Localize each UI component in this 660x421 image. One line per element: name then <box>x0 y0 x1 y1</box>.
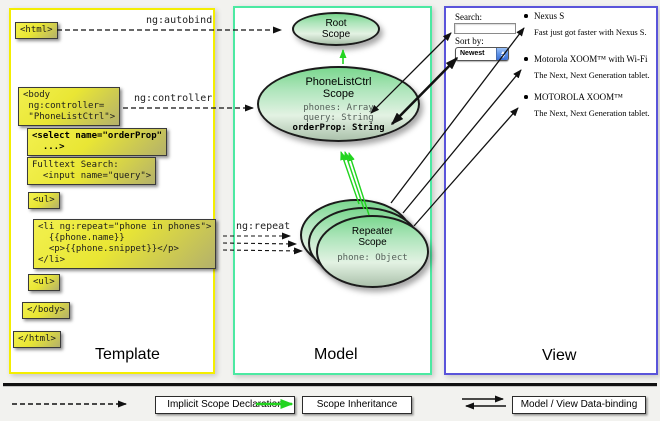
code-box-select: <select name="orderProp" ...> <box>27 128 168 156</box>
root-scope-title-line1: Root <box>325 18 347 29</box>
search-label: Search: <box>455 12 482 22</box>
sort-dropdown-value: Newest <box>460 50 485 57</box>
product-description: The Next, Next Generation tablet. <box>534 108 650 118</box>
product-description: The Next, Next Generation tablet. <box>534 70 650 80</box>
sort-dropdown[interactable]: Newest <box>455 47 509 61</box>
phonelistctrl-scope-ellipse: PhoneListCtrl Scope phones: Array query:… <box>257 66 420 142</box>
product-title: MOTOROLA XOOM™ <box>534 92 623 102</box>
code-line: <input name="query"> <box>32 171 152 181</box>
code-line: <body <box>23 90 51 100</box>
code-line: </li> <box>38 255 66 265</box>
code-line: <select name="orderProp" <box>32 131 163 141</box>
root-scope-ellipse: Root Scope <box>292 12 380 46</box>
template-column <box>9 8 215 374</box>
code-box-ul-open: <ul> <box>28 192 60 209</box>
product-item: MOTOROLA XOOM™ The Next, Next Generation… <box>524 92 652 118</box>
code-line: <p>{{phone.snippet}}</p> <box>38 244 179 254</box>
code-line: <html> <box>20 25 53 35</box>
code-line: ng:controller= <box>23 101 105 111</box>
ng-repeat-label: ng:repeat <box>236 221 291 232</box>
product-title: Motorola XOOM™ with Wi-Fi <box>534 54 648 64</box>
product-title: Nexus S <box>534 11 565 21</box>
code-box-body-close: </body> <box>22 302 70 319</box>
bullet-icon <box>524 57 528 61</box>
view-column-title: View <box>542 347 577 364</box>
code-line: <ul> <box>33 277 55 287</box>
dropdown-stepper-icon <box>496 48 508 60</box>
code-box-body-open: <body ng:controller= "PhoneListCtrl"> <box>18 87 121 126</box>
product-item: Nexus S Fast just got faster with Nexus … <box>524 11 652 37</box>
code-line: </html> <box>18 334 56 344</box>
legend-implicit-scope-declaration: Implicit Scope Declaration <box>155 396 295 414</box>
model-column-title: Model <box>314 346 358 363</box>
scope-prop-phones: phones: Array <box>303 103 374 113</box>
code-line: <ul> <box>33 195 55 205</box>
scope-prop-phone: phone: Object <box>337 253 408 263</box>
code-box-html-open: <html> <box>15 22 58 39</box>
code-box-li-repeat: <li ng:repeat="phone in phones"> {{phone… <box>33 219 217 269</box>
code-line: </body> <box>27 305 65 315</box>
code-line: Fulltext Search: <box>32 160 119 170</box>
product-description: Fast just got faster with Nexus S. <box>534 27 647 37</box>
sort-by-label: Sort by: <box>455 36 484 46</box>
product-item: Motorola XOOM™ with Wi-Fi The Next, Next… <box>524 54 652 80</box>
code-box-fulltext: Fulltext Search: <input name="query"> <box>27 157 157 185</box>
root-scope-title-line2: Scope <box>321 29 351 40</box>
scope-prop-orderprop: orderProp: String <box>292 123 385 133</box>
phonelistctrl-scope-title-line2: Scope <box>322 88 355 100</box>
model-column <box>233 6 432 375</box>
template-column-title: Template <box>95 346 160 363</box>
phonelistctrl-scope-title-line1: PhoneListCtrl <box>305 76 372 88</box>
legend-scope-inheritance: Scope Inheritance <box>302 396 412 414</box>
scope-prop-query: query: String <box>303 113 374 123</box>
ng-autobind-label: ng:autobind <box>146 15 213 26</box>
code-line: {{phone.name}} <box>38 233 125 243</box>
bullet-icon <box>524 95 528 99</box>
code-box-ul-close: <ul> <box>28 274 60 291</box>
repeater-scope-ellipse: Repeater Scope phone: Object <box>316 215 429 288</box>
code-line: ...> <box>32 142 65 152</box>
code-line: <li ng:repeat="phone in phones"> <box>38 222 212 232</box>
repeater-scope-title-line1: Repeater <box>351 226 394 237</box>
code-line: "PhoneListCtrl"> <box>23 112 116 122</box>
bullet-icon <box>524 14 528 18</box>
repeater-scope-title-line2: Scope <box>358 237 387 248</box>
search-input[interactable] <box>454 23 516 34</box>
ng-controller-label: ng:controller <box>134 93 213 104</box>
code-box-html-close: </html> <box>13 331 61 348</box>
legend-separator <box>3 383 657 387</box>
legend-model-view-data-binding: Model / View Data-binding <box>512 396 646 414</box>
